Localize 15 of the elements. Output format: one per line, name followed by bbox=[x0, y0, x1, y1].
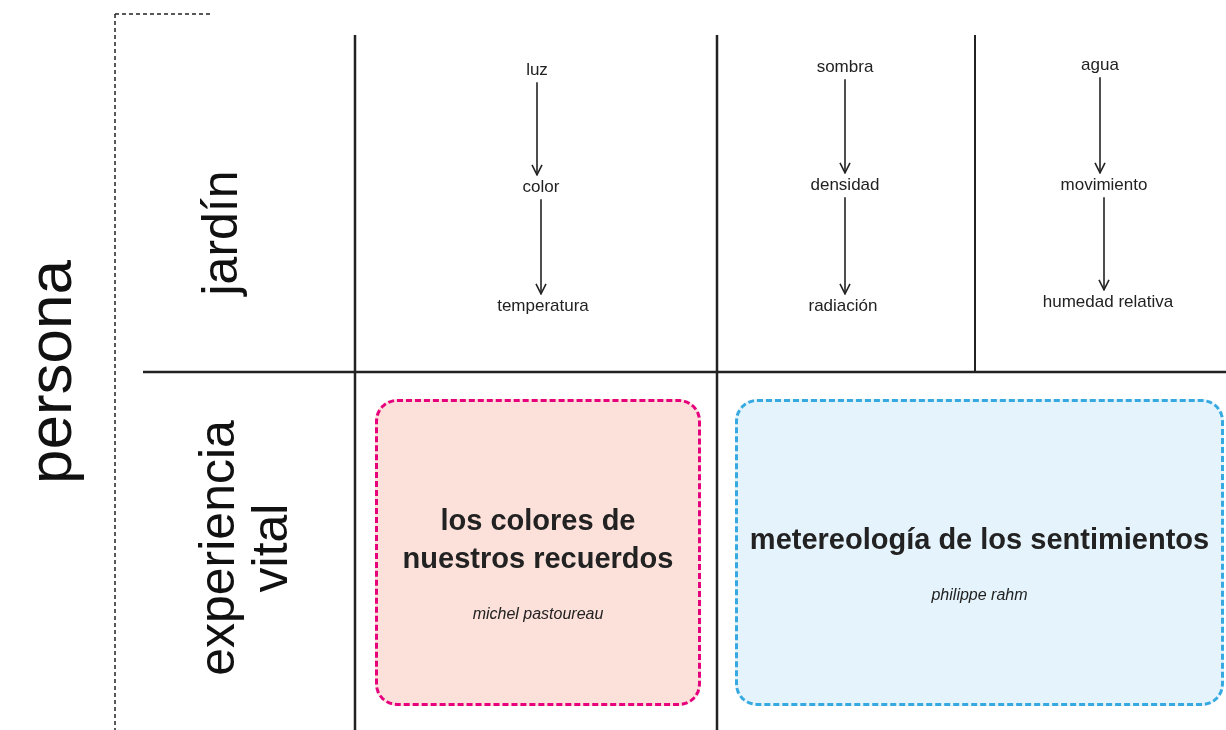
arrow bbox=[1094, 76, 1106, 174]
dashed-card bbox=[735, 399, 1224, 706]
author-name: michel pastoureau bbox=[472, 605, 604, 624]
card-title: metereología de los sentimientos bbox=[749, 521, 1210, 557]
dashed-card bbox=[375, 399, 701, 706]
arrow bbox=[531, 81, 543, 176]
arrow bbox=[535, 198, 547, 295]
arrow bbox=[839, 78, 851, 174]
author-name: philippe rahm bbox=[931, 586, 1028, 605]
axis-heading: experiencia vital bbox=[190, 419, 296, 678]
arrow bbox=[839, 196, 851, 295]
card-title: los colores de nuestros recuerdos bbox=[401, 502, 675, 576]
axis-heading: jardín bbox=[193, 170, 247, 296]
axis-heading: persona bbox=[17, 259, 83, 485]
arrow bbox=[1098, 196, 1110, 291]
